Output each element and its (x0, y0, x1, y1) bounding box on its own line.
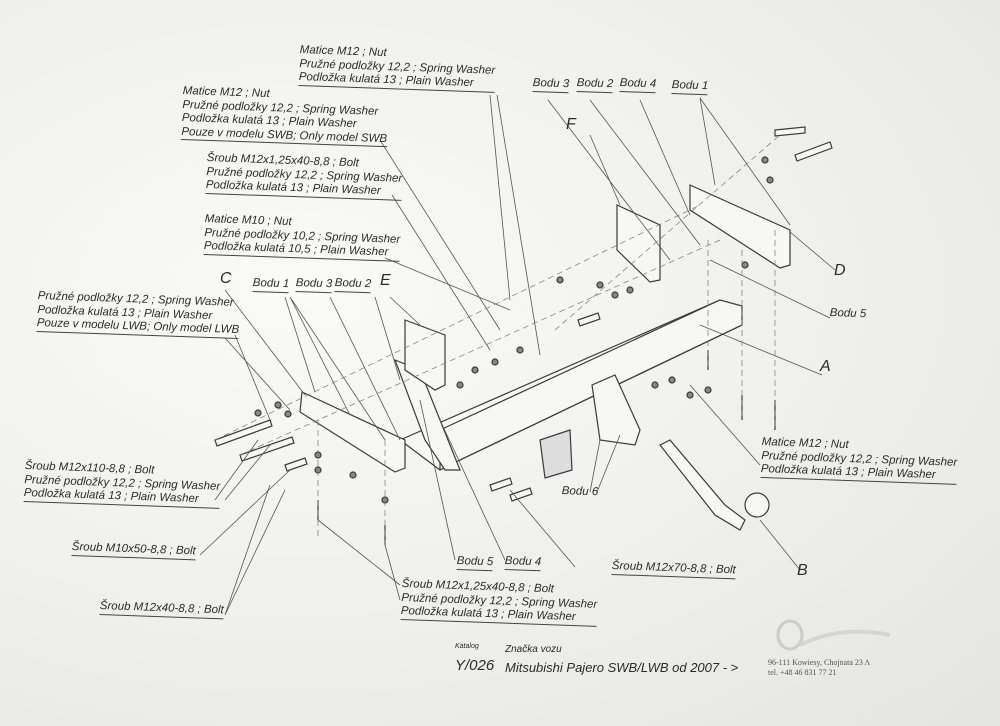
tow-ball (744, 492, 770, 518)
assembly-dashed-lines (214, 134, 781, 545)
point-label: Bodu 5 (456, 555, 494, 571)
part-letter-f: F (566, 116, 576, 133)
part-letter-d: D (834, 262, 846, 279)
part-letter-c: C (220, 270, 232, 287)
catalog-value: Y/026 (455, 657, 495, 674)
point-label: Bodu 4 (504, 555, 542, 571)
point-label: Bodu 3 (532, 77, 570, 93)
address-line: tel. +48 46 831 77 21 (768, 668, 837, 677)
point-label: Bodu 5 (829, 307, 867, 321)
point-label: Bodu 2 (576, 77, 614, 93)
ball-neck (659, 439, 746, 531)
part-letter-e: E (380, 272, 391, 289)
vehicle-label: Značka vozu (505, 644, 562, 655)
plate-e-upper (404, 319, 446, 391)
part-letter-a: A (820, 358, 831, 375)
point-label: Bodu 1 (671, 79, 709, 95)
socket-plate (539, 429, 573, 479)
bracket-d (689, 184, 791, 269)
point-label: Bodu 6 (561, 485, 599, 499)
plate-f (616, 204, 661, 283)
point-label: Bodu 3 (295, 277, 333, 293)
part-letter-b: B (797, 562, 808, 579)
point-label: Bodu 1 (252, 277, 290, 293)
company-address: 96-111 Kowiesy, Chojnata 23 A tel. +48 4… (768, 658, 870, 678)
vehicle-value: Mitsubishi Pajero SWB/LWB od 2007 - > (505, 660, 739, 675)
address-line: 96-111 Kowiesy, Chojnata 23 A (768, 658, 871, 667)
point-label: Bodu 4 (619, 77, 657, 93)
catalog-label: Katalog (455, 643, 479, 650)
washers-and-nuts (254, 156, 774, 504)
center-bracket (591, 374, 641, 446)
bracket-c (299, 391, 406, 473)
point-label: Bodu 2 (334, 277, 372, 293)
company-logo-watermark (776, 619, 891, 651)
